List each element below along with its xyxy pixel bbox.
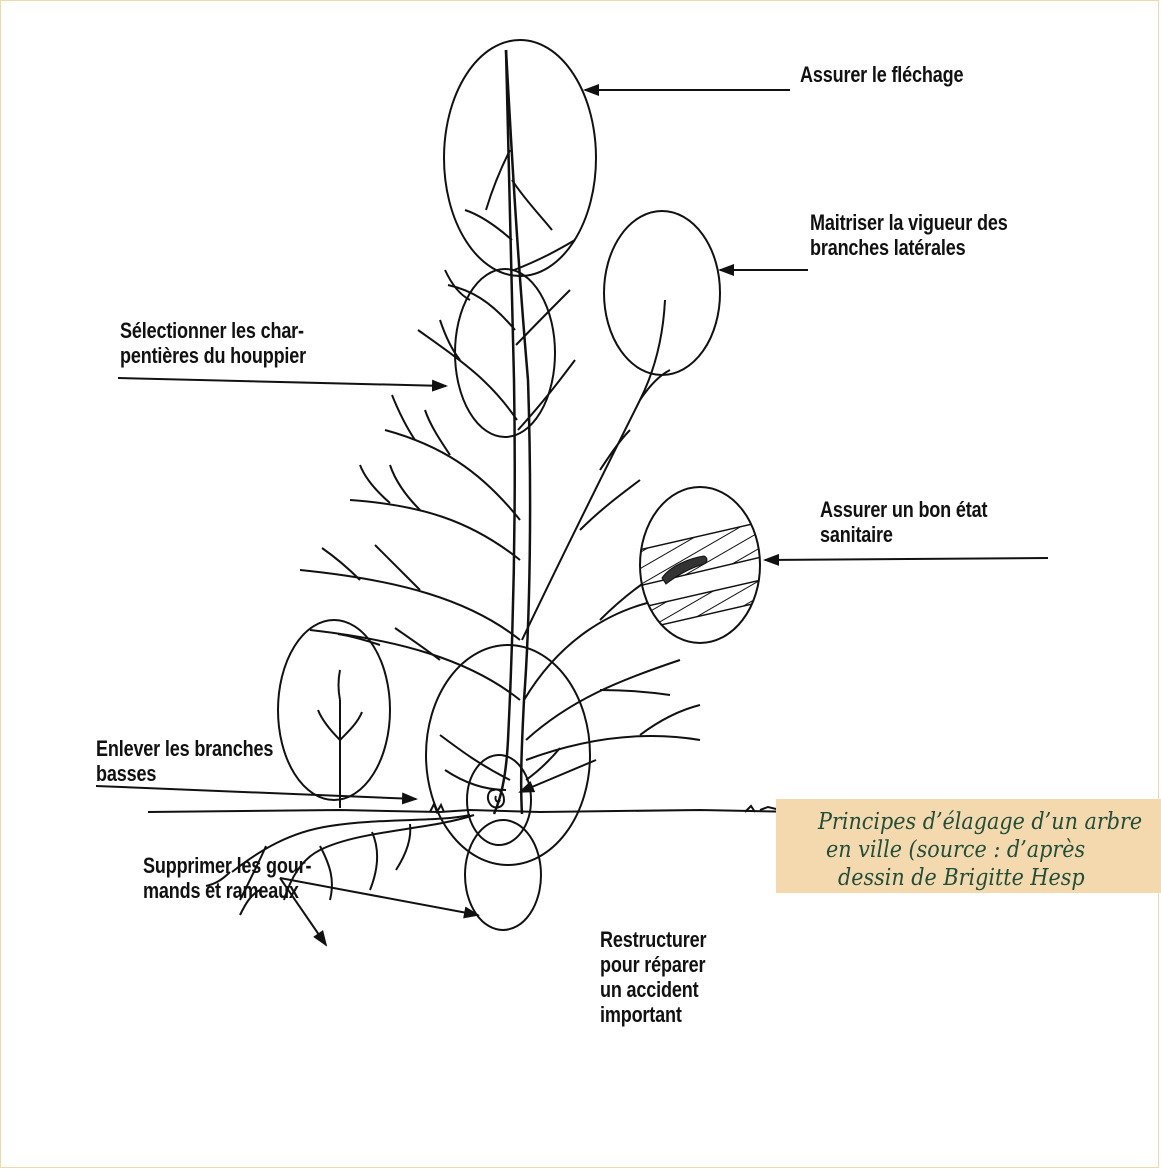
label-vigueur-line2: branches latérales [810,235,1008,260]
sanitary-inset [630,487,770,643]
label-charpentieres: Sélectionner les char- pentières du houp… [120,318,306,368]
label-vigueur-line1: Maitriser la vigueur des [810,210,1008,235]
label-restructurer-line2: pour réparer [600,952,706,977]
label-sanitaire-line2: sanitaire [820,522,987,547]
label-branches-basses-line1: Enlever les branches [96,736,273,761]
label-sanitaire-line1: Assurer un bon état [820,497,987,522]
label-sanitaire: Assurer un bon état sanitaire [820,497,987,547]
label-charpentieres-line2: pentières du houppier [120,343,306,368]
label-flechage-text: Assurer le fléchage [800,62,963,87]
label-branches-basses-line2: basses [96,761,273,786]
label-restructurer-line4: important [600,1002,706,1027]
caption-line3: dessin de Brigitte Hesp [838,865,1085,891]
label-flechage: Assurer le fléchage [800,62,963,87]
label-restructurer: Restructurer pour réparer un accident im… [600,927,706,1027]
label-gourmands-line2: mands et rameaux [143,878,311,903]
caption-line1: Principes d’élagage d’un arbre [818,809,1142,835]
label-restructurer-line1: Restructurer [600,927,706,952]
label-gourmands: Supprimer les gour- mands et rameaux [143,853,311,903]
wound [488,789,504,807]
label-charpentieres-line1: Sélectionner les char- [120,318,306,343]
label-branches-basses: Enlever les branches basses [96,736,273,786]
label-restructurer-line3: un accident [600,977,706,1002]
label-vigueur: Maitriser la vigueur des branches latéra… [810,210,1008,260]
caption-box: Principes d’élagage d’un arbre en ville … [776,799,1161,893]
branches [300,150,700,808]
label-gourmands-line1: Supprimer les gour- [143,853,311,878]
caption-line2: en ville (source : d’après [826,837,1085,863]
